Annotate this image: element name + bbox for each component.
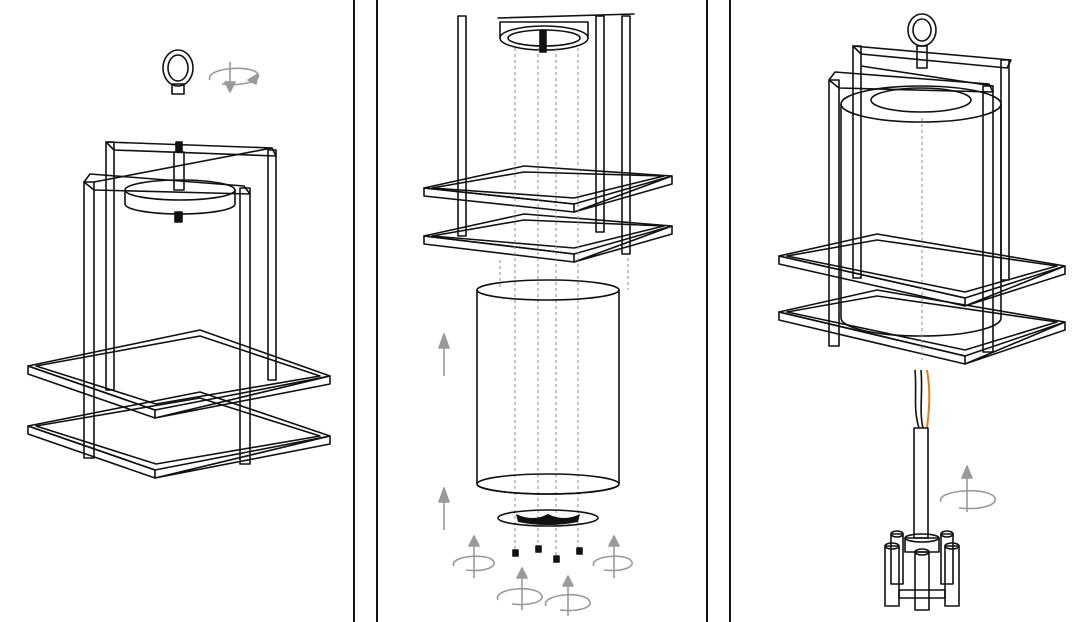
hanging-ring — [907, 13, 937, 69]
up-arrow-icon — [438, 333, 450, 530]
lamp-frame — [423, 13, 673, 263]
lamp-frame — [27, 141, 331, 479]
panel-divider-left — [353, 0, 355, 622]
panel-divider-far-right — [729, 0, 731, 622]
lamp-frame — [778, 45, 1066, 365]
panel-divider-middle — [376, 0, 378, 622]
hanging-ring — [162, 49, 194, 95]
alignment-guides — [499, 48, 629, 560]
wires — [913, 369, 931, 539]
socket-cluster — [884, 530, 960, 611]
mounting-plate — [497, 509, 599, 527]
cylinder-shade — [476, 279, 620, 495]
step-2-panel — [378, 0, 706, 622]
step-1-panel — [0, 0, 352, 622]
screws — [512, 545, 583, 563]
panel-divider-right — [706, 0, 708, 622]
rotate-arrow-icon — [452, 535, 633, 616]
step-3-panel — [731, 0, 1087, 622]
rotate-arrow-icon — [940, 465, 996, 512]
rotate-arrow-icon — [209, 62, 260, 93]
